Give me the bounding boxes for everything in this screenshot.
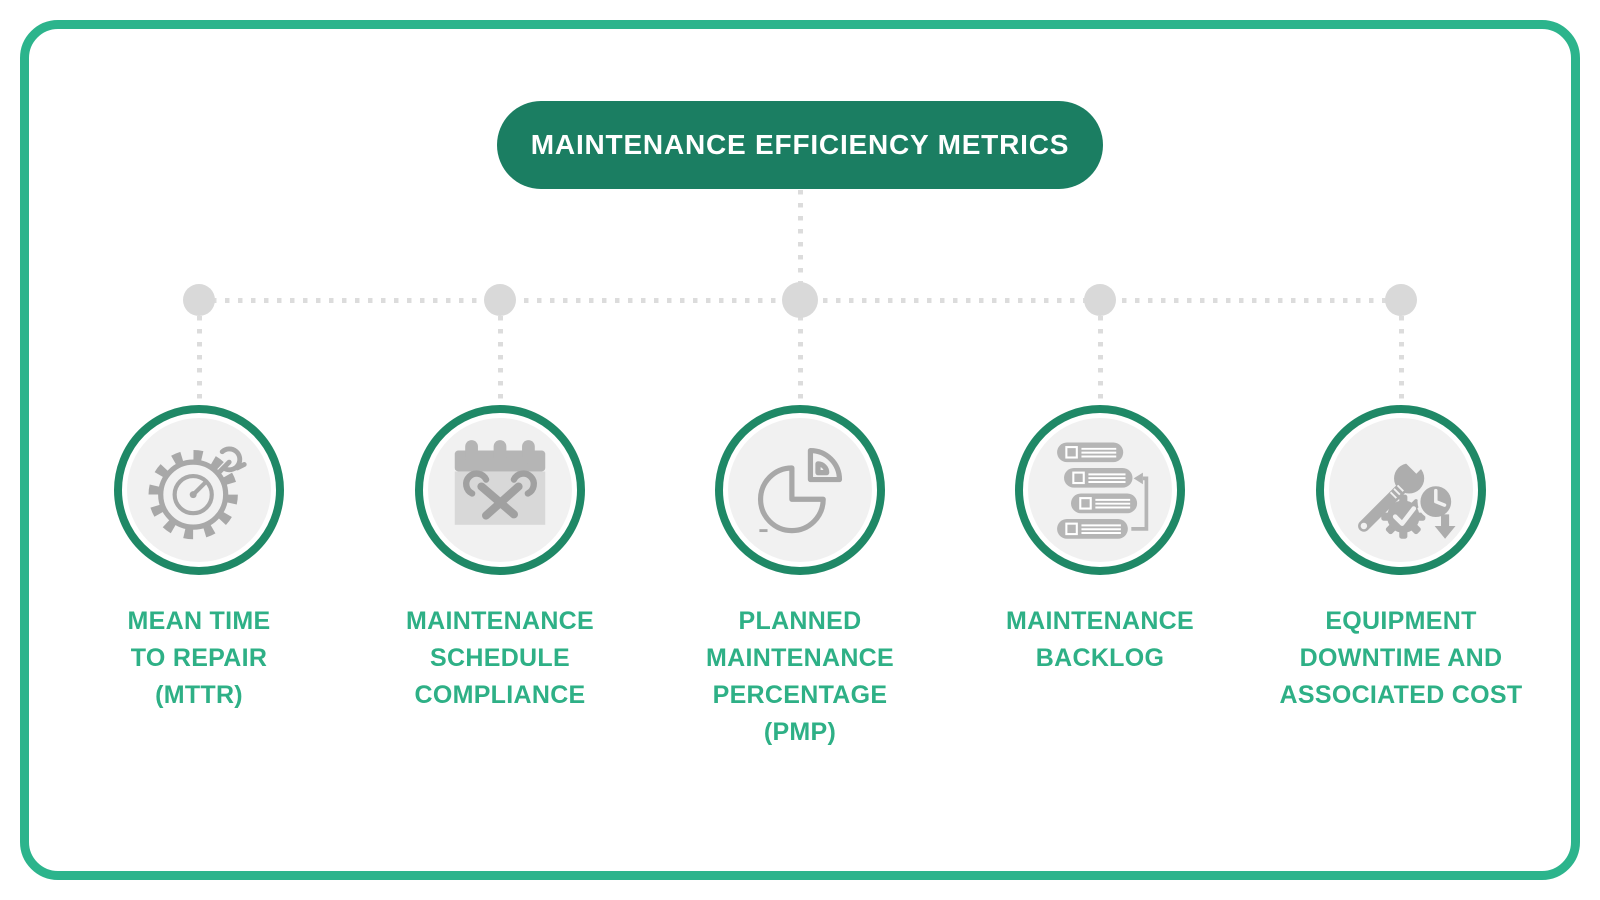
metric-label-pmp: PLANNED MAINTENANCE PERCENTAGE (PMP) [705, 607, 895, 746]
main-title: MAINTENANCE EFFICIENCY METRICS [530, 129, 1070, 160]
metric-label-schedule: MAINTENANCE SCHEDULE COMPLIANCE [405, 607, 595, 709]
junction-dot-3 [782, 282, 818, 318]
metric-circle-downtime [1316, 405, 1486, 575]
connector-stub-4 [1097, 316, 1103, 403]
metric-label-backlog: MAINTENANCE BACKLOG [1005, 607, 1195, 672]
connector-title-stub [797, 190, 803, 284]
connector-stub-3 [797, 316, 803, 403]
junction-dot-2 [484, 284, 516, 316]
gear-gauge-wrench-icon [148, 446, 247, 540]
metric-disc-schedule [428, 418, 572, 562]
connector-stub-1 [196, 316, 202, 403]
connector-stub-2 [497, 316, 503, 403]
calendar-tools-icon [454, 440, 546, 525]
connector-stub-5 [1398, 316, 1404, 403]
metric-label-mttr: MEAN TIME TO REPAIR (MTTR) [127, 607, 271, 709]
junction-dot-4 [1084, 284, 1116, 316]
metric-disc-backlog [1028, 418, 1172, 562]
metric-disc-downtime [1329, 418, 1473, 562]
metric-disc-mttr [127, 418, 271, 562]
metric-circle-backlog [1015, 405, 1185, 575]
metric-disc-pmp [728, 418, 872, 562]
junction-dot-1 [183, 284, 215, 316]
card-border [20, 20, 1580, 880]
task-backlog-loop-icon [1057, 442, 1149, 539]
metric-circle-pmp [715, 405, 885, 575]
wrench-gear-clock-icon [1358, 454, 1456, 539]
pie-chart-icon [757, 447, 843, 534]
metric-circle-schedule [415, 405, 585, 575]
metric-label-downtime: EQUIPMENT DOWNTIME AND ASSOCIATED COST [1279, 607, 1523, 709]
title-banner: MAINTENANCE EFFICIENCY METRICS [497, 101, 1103, 189]
metric-circle-mttr [114, 405, 284, 575]
junction-dot-5 [1385, 284, 1417, 316]
